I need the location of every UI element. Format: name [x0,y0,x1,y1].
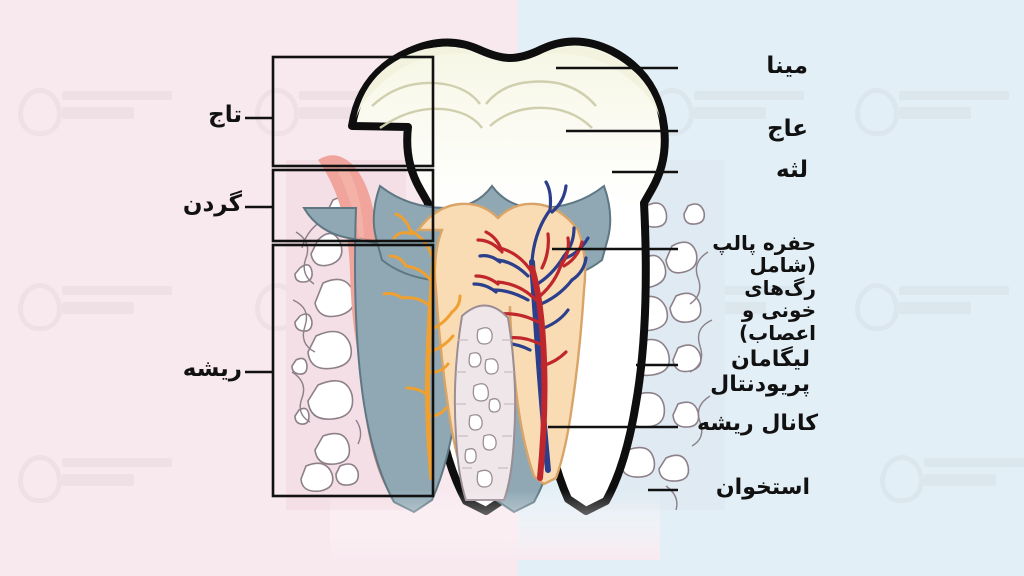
label-root-canal: کانال ریشه [697,411,818,436]
root-canal-channel [453,304,517,501]
label-bone: استخوان [715,475,810,500]
enamel-surface-lines [371,80,597,129]
leader-lines-right [548,66,678,492]
label-neck: گردن [182,191,242,217]
label-crown: تاج [208,102,242,128]
left-bracket-group [245,55,435,498]
label-periodontal-ligament: لیگامان پریودنتال [710,347,810,397]
label-gum: لثه [776,157,808,183]
label-enamel: مینا [766,53,808,79]
label-root: ریشه [182,356,242,382]
label-dentin: عاج [767,116,808,142]
label-pulp-cavity: حفره پالپ (شامل رگ‌های خونی و اعصاب) [712,231,816,345]
root-apex-fade [330,490,660,560]
